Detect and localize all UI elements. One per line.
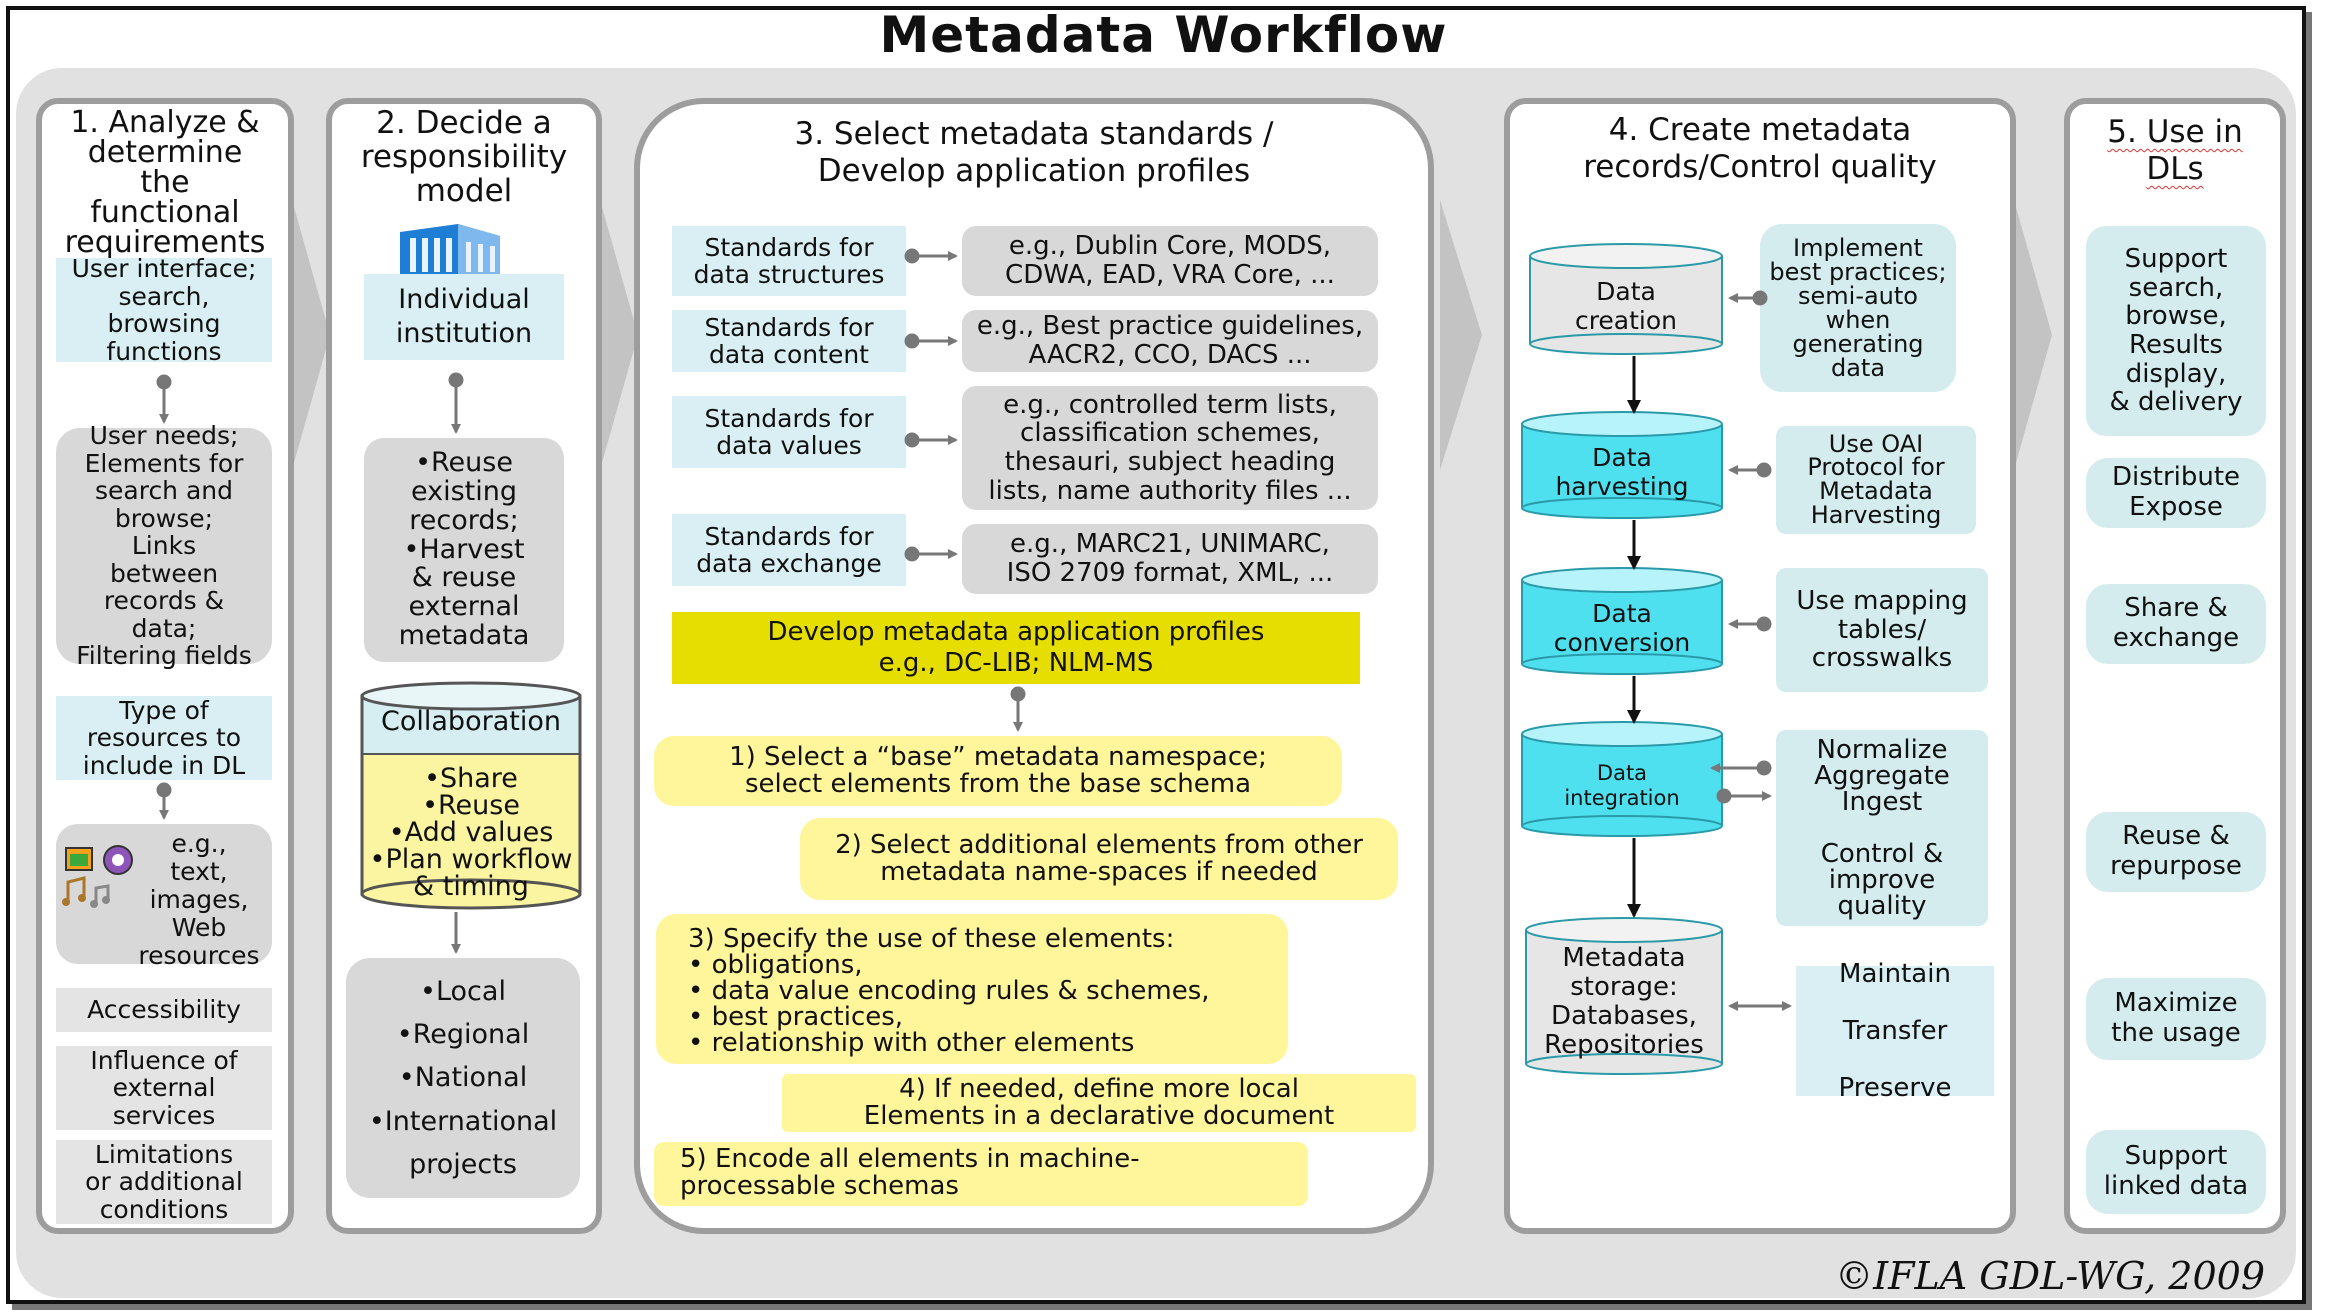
std-values-box: Standards for data values: [672, 396, 906, 468]
std-content-box: Standards for data content: [672, 310, 906, 372]
chevron-3-4: [1440, 200, 1482, 470]
use-share-box: Share & exchange: [2086, 584, 2266, 664]
data-integration-cylinder: [1521, 721, 1723, 837]
building-icon: [400, 224, 500, 278]
data-integration-label: Data integration: [1564, 761, 1680, 810]
column-3-title: 3. Select metadata standards / Develop a…: [794, 116, 1274, 190]
resource-type-box: Type of resources to include in DL: [56, 696, 272, 780]
metadata-storage-label: Metadata storage: Databases, Repositorie…: [1544, 942, 1704, 1061]
music-note-icon: [62, 876, 86, 906]
collaboration-title: Collaboration: [381, 706, 561, 738]
use-search-box: Support search, browse, Results display,…: [2086, 226, 2266, 436]
conversion-note-box: Use mapping tables/ crosswalks: [1776, 568, 1988, 692]
resource-examples-text: e.g., text, images, Web resources: [138, 829, 260, 970]
use-linked-data-box: Support linked data: [2086, 1130, 2266, 1214]
step-5-text: 5) Encode all elements in machine- proce…: [680, 1144, 1140, 1202]
data-conversion-label: Data conversion: [1553, 598, 1691, 658]
harvesting-note-box: Use OAI Protocol for Metadata Harvesting: [1776, 426, 1976, 534]
collaboration-items: •Share •Reuse •Add values •Plan workflow…: [369, 762, 573, 902]
std-structures-box: Standards for data structures: [672, 226, 906, 296]
std-values-examples: e.g., controlled term lists, classificat…: [962, 386, 1378, 510]
chevron-1-2: [292, 200, 330, 470]
metadata-storage-cylinder: [1525, 917, 1723, 1075]
image-file-icon: [65, 847, 93, 871]
data-creation-cylinder: [1529, 243, 1723, 355]
column-5-title-text: 5. Use in DLs: [2107, 114, 2243, 188]
collaboration-cylinder: [360, 681, 582, 910]
creation-note-box: Implement best practices; semi-auto when…: [1760, 224, 1956, 392]
column-5-title: 5. Use in DLs: [2070, 114, 2280, 188]
std-exchange-examples: e.g., MARC21, UNIMARC, ISO 2709 format, …: [962, 524, 1378, 594]
integration-note-box: Normalize Aggregate Ingest Control & imp…: [1776, 730, 1988, 926]
copyright-notice: ©IFLA GDL-WG, 2009: [1835, 1254, 2265, 1298]
reuse-harvest-box: •Reuse existing records; •Harvest & reus…: [364, 438, 564, 662]
column-4-title: 4. Create metadata records/Control quali…: [1583, 112, 1937, 186]
use-reuse-box: Reuse & repurpose: [2086, 812, 2266, 892]
limitations-box: Limitations or additional conditions: [56, 1140, 272, 1224]
application-profiles-bar: Develop metadata application profiles e.…: [672, 612, 1360, 684]
influence-box: Influence of external services: [56, 1046, 272, 1130]
step-5-box: [654, 1142, 1308, 1206]
scope-box: •Local •Regional •National •Internationa…: [346, 958, 580, 1198]
user-interface-box: User interface; search, browsing functio…: [56, 255, 272, 365]
step-2-box: 2) Select additional elements from other…: [800, 818, 1398, 900]
chevron-4-5: [2014, 200, 2052, 470]
std-structures-examples: e.g., Dublin Core, MODS, CDWA, EAD, VRA …: [962, 226, 1378, 296]
data-creation-label: Data creation: [1574, 276, 1678, 336]
std-exchange-box: Standards for data exchange: [672, 514, 906, 586]
audio-note-icon: [90, 884, 110, 908]
column-1-title: 1. Analyze & determine the functional re…: [64, 105, 266, 260]
step-4-box: 4) If needed, define more local Elements…: [782, 1074, 1416, 1132]
data-harvesting-cylinder: [1521, 411, 1723, 519]
accessibility-box: Accessibility: [56, 988, 272, 1032]
step-3-box: [656, 914, 1288, 1064]
web-globe-icon: [103, 845, 133, 875]
std-content-examples: e.g., Best practice guidelines, AACR2, C…: [962, 310, 1378, 372]
data-conversion-cylinder: [1521, 567, 1723, 675]
chevron-2-3: [600, 200, 638, 470]
data-harvesting-label: Data harvesting: [1555, 442, 1689, 502]
media-icons: [62, 845, 133, 908]
use-maximize-box: Maximize the usage: [2086, 978, 2266, 1060]
step-1-box: 1) Select a “base” metadata namespace; s…: [654, 736, 1342, 806]
institution-box: Individual institution: [364, 274, 564, 360]
column-2-title: 2. Decide a responsibility model: [360, 105, 568, 210]
step-3-text: 3) Specify the use of these elements: • …: [688, 924, 1210, 1058]
use-distribute-box: Distribute Expose: [2086, 458, 2266, 528]
diagram-title: Metadata Workflow: [879, 6, 1448, 64]
